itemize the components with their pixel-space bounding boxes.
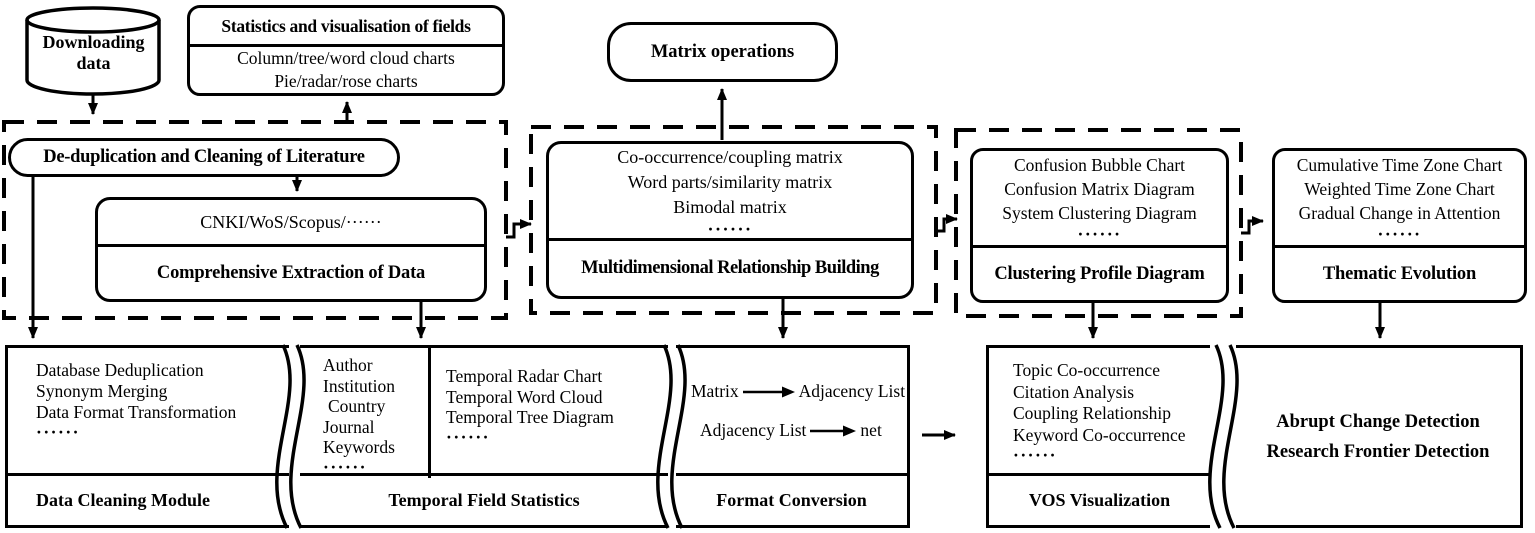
clustering-box: Confusion Bubble Chart Confusion Matrix … bbox=[970, 148, 1229, 303]
format-row-from: Adjacency List bbox=[700, 420, 807, 440]
vos-item: Keyword Co-occurrence bbox=[1013, 424, 1186, 445]
thematic-line: Gradual Change in Attention bbox=[1298, 203, 1501, 223]
stats-visualisation-title: Statistics and visualisation of fields bbox=[190, 8, 502, 47]
temporal-field-item: Journal bbox=[323, 416, 375, 437]
temporal-field-ellipsis: ······ bbox=[323, 456, 368, 477]
clustering-ellipsis: ······ bbox=[1077, 224, 1122, 244]
data-cleaning-item: Database Deduplication bbox=[36, 360, 204, 380]
data-cleaning-item: Data Format Transformation bbox=[36, 402, 237, 422]
data-cleaning-box: Database Deduplication Synonym Merging D… bbox=[5, 345, 289, 528]
clustering-line: System Clustering Diagram bbox=[1002, 203, 1197, 223]
stats-line: Pie/radar/rose charts bbox=[274, 71, 418, 91]
arrow-right-icon bbox=[742, 386, 795, 397]
temporal-box: Author Institution Country Journal Keywo… bbox=[300, 345, 668, 528]
arrow-stage3-to-thematic bbox=[1241, 216, 1264, 235]
arrow-stage1-to-stage2 bbox=[506, 219, 532, 239]
temporal-chart-item: Temporal Radar Chart bbox=[446, 366, 603, 386]
detection-line: Research Frontier Detection bbox=[1266, 441, 1490, 462]
vos-item: Topic Co-occurrence bbox=[1013, 360, 1160, 380]
thematic-line: Cumulative Time Zone Chart bbox=[1296, 155, 1503, 175]
extraction-box: CNKI/WoS/Scopus/······ Comprehensive Ext… bbox=[95, 197, 487, 302]
vos-ellipsis: ······ bbox=[1013, 445, 1058, 465]
extraction-footer: Comprehensive Extraction of Data bbox=[98, 244, 484, 299]
clustering-line: Confusion Bubble Chart bbox=[1013, 155, 1186, 175]
stats-line: Column/tree/word cloud charts bbox=[237, 48, 455, 68]
temporal-chart-ellipsis: ······ bbox=[446, 426, 491, 447]
arrow-stage2-to-stage3 bbox=[936, 214, 958, 233]
temporal-chart-item: Temporal Word Cloud bbox=[446, 386, 603, 407]
vos-box: Topic Co-occurrence Citation Analysis Co… bbox=[986, 345, 1210, 528]
temporal-field-item: Country bbox=[328, 396, 386, 416]
extraction-sources: CNKI/WoS/Scopus/······ bbox=[200, 212, 382, 232]
stats-visualisation-box: Statistics and visualisation of fields C… bbox=[187, 5, 505, 96]
relationship-line: Word parts/similarity matrix bbox=[627, 171, 833, 192]
vos-item: Coupling Relationship bbox=[1013, 403, 1171, 423]
vos-item: Citation Analysis bbox=[1013, 381, 1135, 402]
temporal-footer: Temporal Field Statistics bbox=[300, 473, 668, 525]
dedup-cleaning-pill: De-duplication and Cleaning of Literatur… bbox=[8, 138, 400, 177]
downloading-data-label: Downloading data bbox=[42, 32, 145, 73]
relationship-line: Bimodal matrix bbox=[673, 196, 787, 217]
vos-footer: VOS Visualization bbox=[989, 473, 1210, 525]
clustering-footer: Clustering Profile Diagram bbox=[973, 245, 1226, 300]
matrix-operations-box: Matrix operations bbox=[607, 22, 838, 82]
thematic-footer: Thematic Evolution bbox=[1275, 245, 1524, 300]
relationship-box: Co-occurrence/coupling matrix Word parts… bbox=[546, 141, 914, 299]
arrow-right-icon bbox=[810, 425, 857, 436]
data-cleaning-ellipsis: ······ bbox=[36, 422, 81, 442]
relationship-line: Co-occurrence/coupling matrix bbox=[617, 146, 843, 167]
data-cleaning-footer: Data Cleaning Module bbox=[8, 473, 289, 525]
detection-line: Abrupt Change Detection bbox=[1276, 411, 1480, 432]
relationship-ellipsis: ······ bbox=[707, 218, 753, 239]
thematic-box: Cumulative Time Zone Chart Weighted Time… bbox=[1272, 148, 1527, 303]
relationship-footer: Multidimensional Relationship Building bbox=[549, 238, 911, 296]
format-row-to: net bbox=[860, 420, 882, 440]
clustering-line: Confusion Matrix Diagram bbox=[1004, 179, 1195, 199]
detection-box: Abrupt Change Detection Research Frontie… bbox=[1236, 345, 1523, 528]
wavy-separator bbox=[1208, 344, 1239, 529]
temporal-column-divider bbox=[428, 348, 431, 478]
format-conversion-footer: Format Conversion bbox=[676, 473, 907, 525]
thematic-line: Weighted Time Zone Chart bbox=[1304, 179, 1495, 199]
temporal-field-item: Keywords bbox=[323, 437, 395, 457]
format-conversion-box: Matrix Adjacency List Adjacency List net… bbox=[676, 345, 910, 528]
thematic-ellipsis: ······ bbox=[1377, 224, 1422, 244]
temporal-chart-item: Temporal Tree Diagram bbox=[446, 407, 614, 427]
format-row-from: Matrix bbox=[691, 381, 739, 401]
format-row-to: Adjacency List bbox=[798, 381, 906, 401]
temporal-field-item: Author bbox=[323, 355, 373, 375]
data-cleaning-item: Synonym Merging bbox=[36, 381, 168, 401]
temporal-field-item: Institution bbox=[323, 375, 395, 396]
